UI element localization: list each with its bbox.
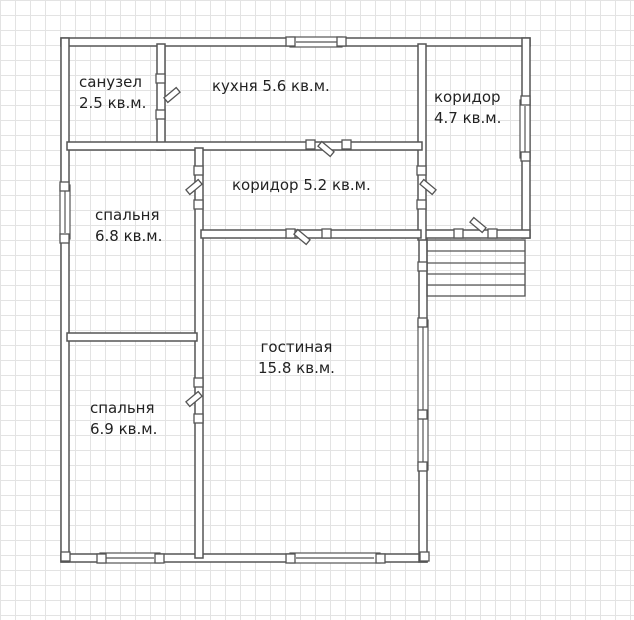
room-name-area: кухня 5.6 кв.м.	[212, 77, 330, 95]
wall-left	[60, 37, 70, 563]
room-name-area: коридор 5.2 кв.м.	[232, 176, 371, 194]
room-name: санузел	[79, 73, 142, 91]
room-area: 15.8 кв.м.	[258, 359, 335, 377]
wall-bedroom-center	[194, 147, 204, 559]
room-label-corridor-right: коридор 4.7 кв.м.	[434, 87, 501, 129]
wall-corridor-bottom	[418, 229, 531, 239]
wall-markers	[59, 36, 531, 564]
room-name: спальня	[95, 206, 160, 224]
room-label-kitchen: кухня 5.6 кв.м.	[212, 76, 330, 97]
room-label-corridor-center: коридор 5.2 кв.м.	[232, 175, 371, 196]
room-area: 6.8 кв.м.	[95, 227, 163, 245]
wall-bath-kitchen	[156, 43, 166, 151]
room-label-bedroom-top: спальня 6.8 кв.м.	[95, 205, 162, 247]
room-name: гостиная	[260, 338, 333, 356]
room-name: спальня	[90, 399, 155, 417]
stairs	[426, 239, 526, 297]
room-label-bedroom-bottom: спальня 6.9 кв.м.	[90, 398, 157, 440]
room-area: 2.5 кв.м.	[79, 94, 147, 112]
room-area: 4.7 кв.м.	[434, 109, 502, 127]
wall-bedrooms	[66, 332, 198, 342]
room-area: 6.9 кв.м.	[90, 420, 158, 438]
room-name: коридор	[434, 88, 501, 106]
room-label-living-room: гостиная 15.8 кв.м.	[258, 337, 335, 379]
doors	[155, 73, 498, 424]
room-label-bathroom: санузел 2.5 кв.м.	[79, 72, 146, 114]
wall-h-top-rooms	[66, 141, 423, 151]
wall-corridor-living	[200, 229, 422, 239]
